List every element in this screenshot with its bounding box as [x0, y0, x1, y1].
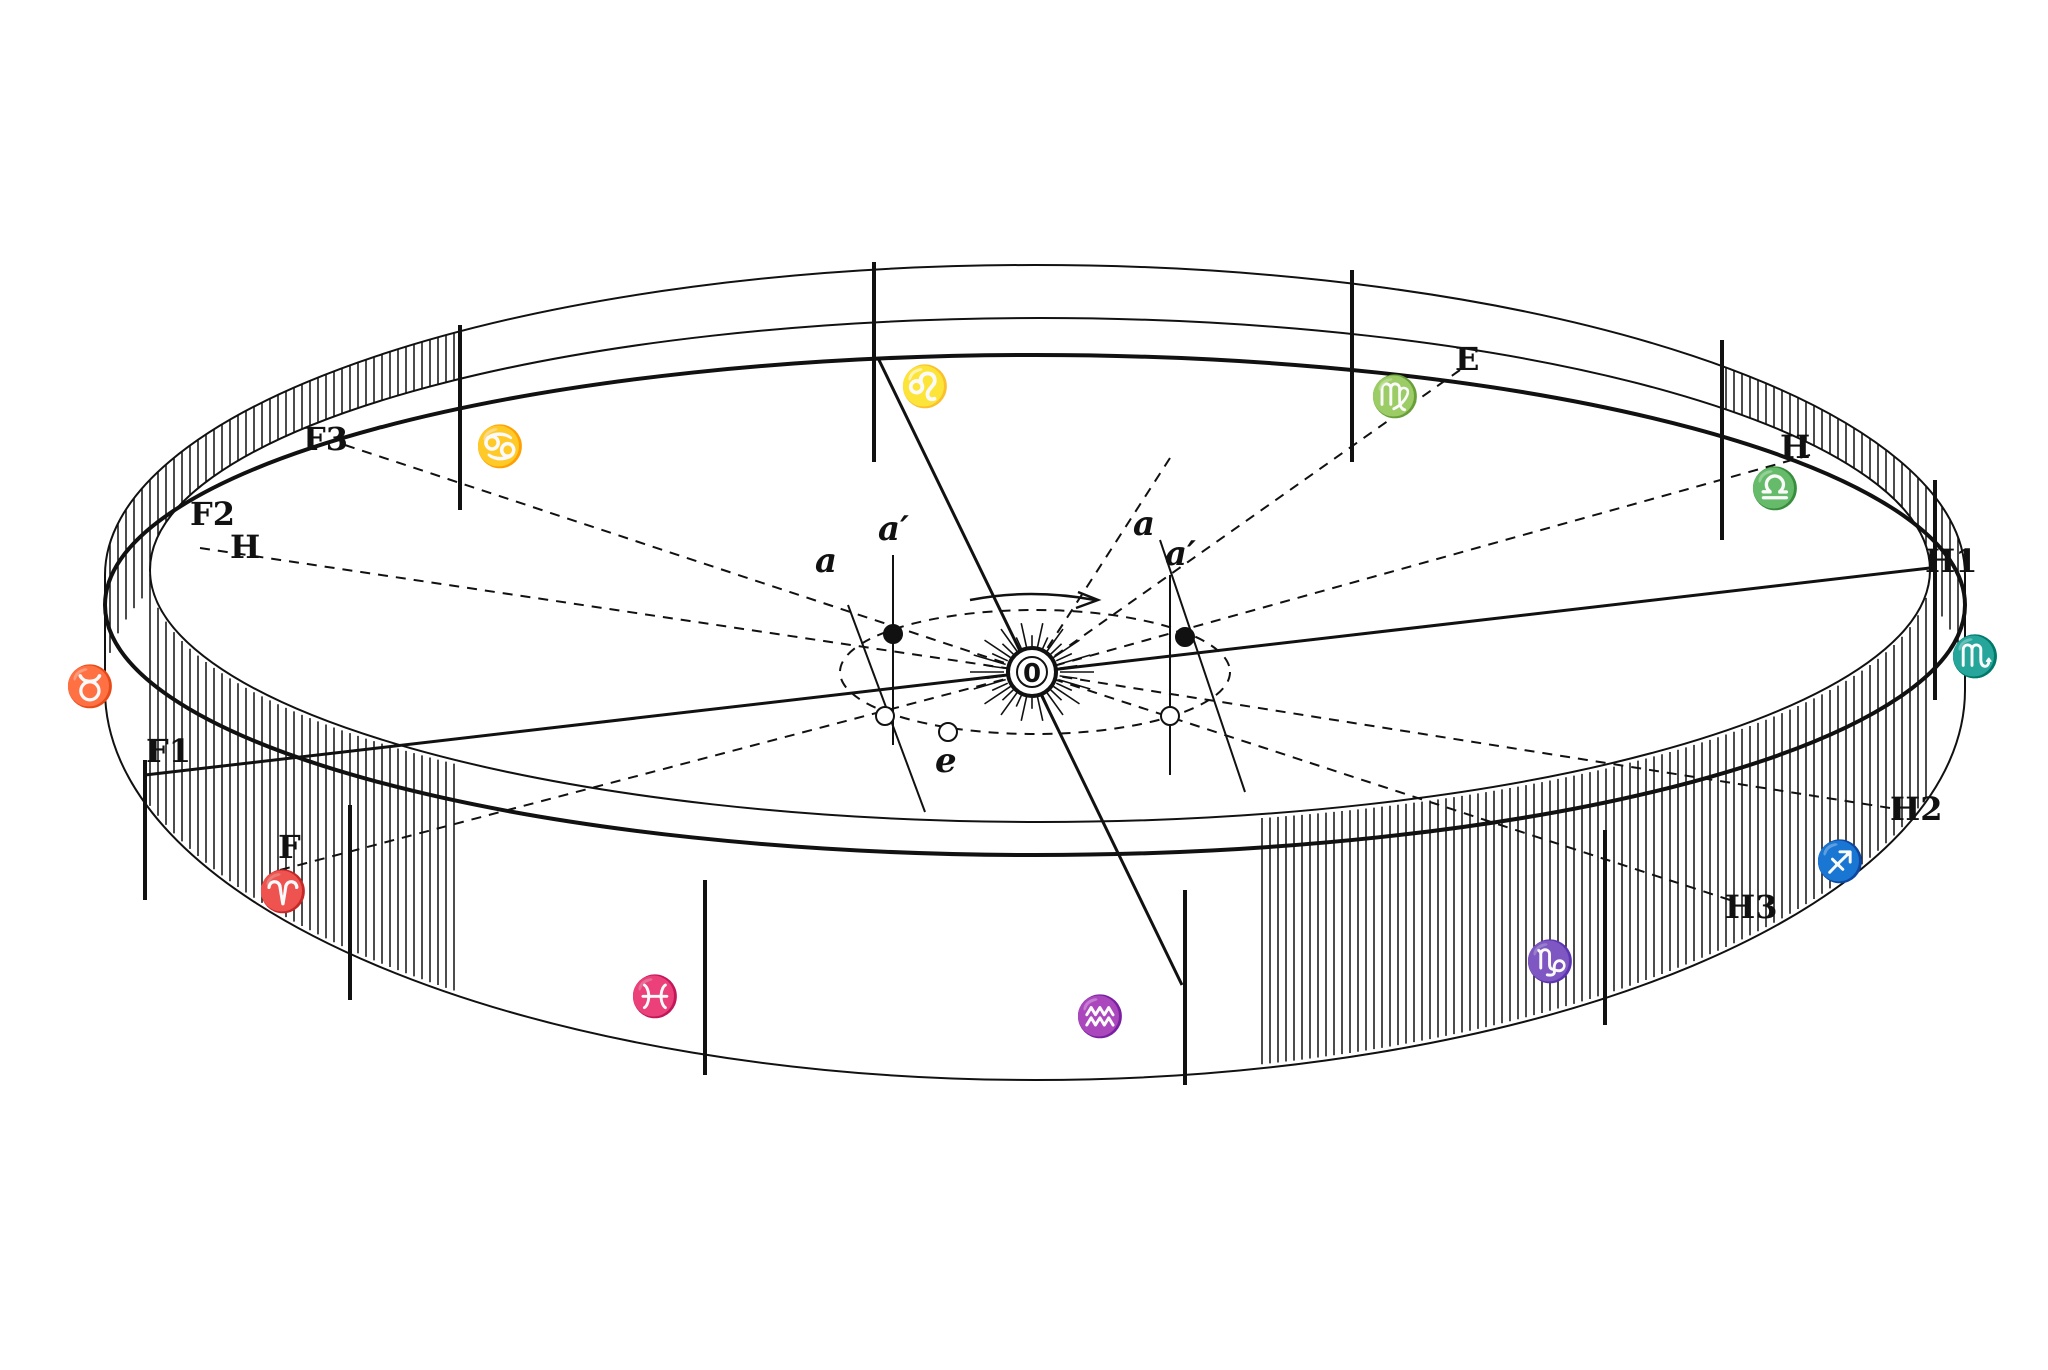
planet-lower-right [1160, 706, 1180, 726]
outer-top-rim [104, 264, 1966, 576]
sun-ray [986, 675, 1005, 680]
dashed-radials [199, 369, 1891, 901]
label-F2: F2 [190, 495, 235, 533]
front-wall-hatching [149, 574, 1927, 1065]
sun-ray [973, 654, 1006, 666]
scorpio-icon: ♏ [1950, 633, 2000, 680]
label-small-H: H [230, 528, 260, 566]
label-a-left: a [815, 541, 837, 581]
label-a-prime-right: a′ [1165, 534, 1196, 574]
label-F: F [278, 828, 301, 866]
planet-lower-left [875, 706, 895, 726]
sun-ray [973, 678, 1006, 690]
sun-ray [1000, 628, 1019, 654]
virgo-icon: ♍ [1370, 373, 1420, 420]
planet-e [938, 722, 958, 742]
back-wall-hatching [109, 332, 1959, 653]
orbit-direction-arrow [969, 592, 1096, 602]
sun-ray [1053, 639, 1080, 659]
planet-upper-right [1175, 627, 1195, 647]
earth-orbit [839, 609, 1231, 735]
label-H: H [1780, 428, 1810, 466]
cancer-icon: ♋ [475, 423, 525, 470]
label-a-prime-left: a′ [878, 509, 909, 549]
outer-bottom-rim [104, 689, 1966, 1081]
aries-icon: ♈ [258, 868, 308, 915]
sun-ray [1059, 675, 1078, 680]
sun-ray [1020, 622, 1028, 651]
aquarius-icon: ♒ [1075, 993, 1125, 1040]
label-a-right: a [1133, 504, 1155, 544]
sun-ray [1001, 688, 1015, 701]
sun-label: 0 [1023, 659, 1041, 689]
sun-ray [1000, 690, 1019, 716]
label-F1: F1 [146, 732, 191, 770]
sun-ray [1055, 682, 1073, 692]
label-F3: F3 [303, 420, 348, 458]
planet-upper-left [883, 624, 903, 644]
taurus-icon: ♉ [65, 663, 115, 710]
sun-ray [991, 682, 1009, 692]
planet-markers [875, 624, 1195, 742]
pisces-icon: ♓ [630, 973, 680, 1020]
capricorn-icon: ♑ [1525, 938, 1575, 985]
ecliptic-line [103, 353, 1967, 857]
sun-ray [1059, 664, 1078, 669]
sun-ray [1045, 690, 1064, 716]
sun-inner [1016, 656, 1048, 688]
sun-ray [1036, 693, 1044, 722]
label-E: E [1455, 340, 1479, 378]
sun-ray [991, 652, 1009, 662]
sagittarius-icon: ♐ [1815, 838, 1865, 885]
label-e: e [935, 741, 957, 781]
sun-ray [1049, 643, 1063, 656]
leo-icon: ♌ [900, 363, 950, 410]
inner-rim [149, 317, 1931, 823]
libra-icon: ♎ [1750, 465, 1800, 512]
label-H1: H1 [1925, 542, 1978, 580]
sun-ray [1058, 654, 1091, 666]
sun-ray [986, 664, 1005, 669]
sun-ray [1001, 643, 1015, 656]
sun-ray [984, 685, 1011, 705]
sun-ray [1045, 628, 1064, 654]
sign-dividers [143, 262, 1937, 1085]
label-H3: H3 [1725, 888, 1778, 926]
sun-ray [984, 639, 1011, 659]
label-H2: H2 [1890, 790, 1943, 828]
sun-ray [1020, 693, 1028, 722]
sun-ray [1055, 652, 1073, 662]
sun-ray [1053, 685, 1080, 705]
sun-ray [1049, 688, 1063, 701]
sun-ray [1036, 622, 1044, 651]
arrow-head [1075, 590, 1102, 610]
sun-ray [1058, 678, 1091, 690]
